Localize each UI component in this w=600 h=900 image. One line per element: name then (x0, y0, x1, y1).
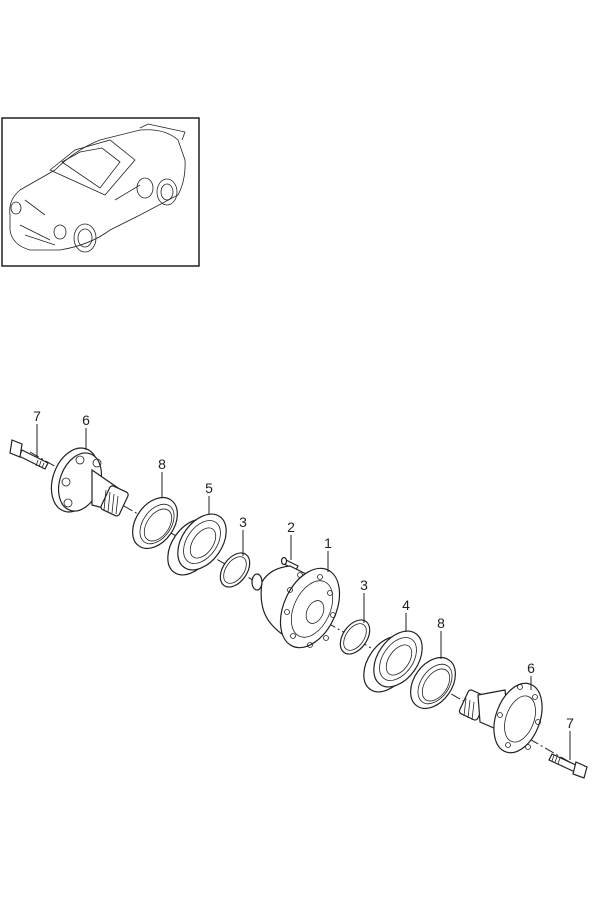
part-3-shim-left (219, 552, 251, 588)
part-7-bolt-left (9, 439, 49, 470)
callout-7-right: 7 (566, 715, 574, 731)
callout-4: 4 (402, 597, 410, 613)
callout-5: 5 (205, 480, 213, 496)
part-8-seal-right (410, 657, 456, 709)
leader-lines (36, 424, 571, 760)
callout-7-left: 7 (33, 408, 41, 424)
callout-2: 2 (287, 519, 295, 535)
part-4-bearing (363, 630, 423, 693)
part-7-bolt-right (548, 753, 588, 779)
callout-1: 1 (324, 535, 332, 551)
vehicle-thumbnail (1, 117, 200, 267)
part-5-bearing (167, 513, 227, 576)
callout-8-left: 8 (158, 456, 166, 472)
callout-3-right: 3 (360, 577, 368, 593)
part-6-flange-right (458, 682, 543, 754)
callout-8-right: 8 (437, 615, 445, 631)
part-3-shim-right (339, 619, 371, 655)
callout-6-left: 6 (82, 412, 90, 428)
callout-6-right: 6 (527, 660, 535, 676)
callout-3-left: 3 (239, 514, 247, 530)
part-1-differential-housing (251, 565, 341, 649)
part-6-flange-left (50, 447, 129, 517)
part-8-seal-left (132, 497, 178, 549)
